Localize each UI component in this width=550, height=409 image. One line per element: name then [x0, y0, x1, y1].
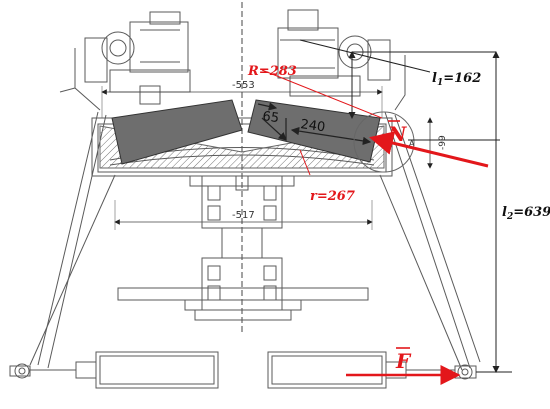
label-r: r=267	[310, 189, 355, 204]
svg-text:l2=639: l2=639	[502, 205, 550, 222]
label-65: 65	[261, 109, 279, 126]
left-cylinder	[9, 351, 219, 389]
label-553: -553	[232, 80, 255, 91]
dimension-517	[114, 200, 373, 230]
label-N: N A	[387, 120, 415, 148]
pad-dimensions	[257, 102, 372, 146]
left-jaw-pad	[111, 99, 243, 165]
label-l2: l2=639	[502, 205, 550, 222]
label-99: -99	[438, 135, 448, 150]
label-R: R=283	[247, 64, 297, 79]
right-cylinder	[267, 351, 477, 389]
radius-lines	[261, 69, 383, 176]
svg-text:N: N	[387, 122, 407, 146]
svg-text:A: A	[409, 139, 415, 148]
dimension-l2	[408, 51, 512, 373]
label-517: -517	[232, 210, 255, 221]
outer-frame	[29, 48, 481, 371]
label-l1: l1=162	[432, 71, 481, 88]
contact-highlight	[353, 111, 415, 173]
left-top-motor	[84, 11, 191, 105]
label-F: F	[395, 347, 412, 373]
central-column	[117, 175, 369, 321]
svg-text:F: F	[395, 349, 412, 373]
svg-text:l1=162: l1=162	[432, 71, 481, 88]
dimension-553	[101, 86, 383, 118]
force-n-arrow	[369, 131, 489, 168]
label-240: 240	[299, 117, 326, 135]
dimension-l1	[299, 39, 496, 119]
